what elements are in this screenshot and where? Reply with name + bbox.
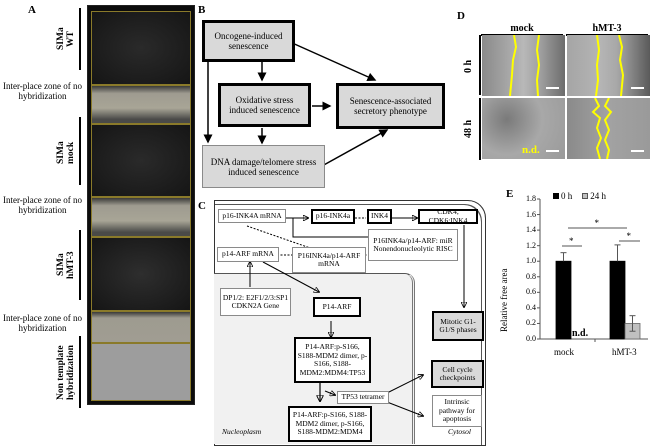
nd-label: n.d. xyxy=(522,144,540,156)
y-axis-label: Relative free area xyxy=(499,268,509,332)
label-nucleoplasm: Nucleoplasm xyxy=(222,427,262,436)
node-cdk4-cdk6-ink4: CDK4, CDK6:INK4 xyxy=(418,207,478,224)
node-mir-risc: P16INK4a/p14-ARF: miR Nonendonucleolytic… xyxy=(368,229,458,261)
legend-item-0h: 0 h xyxy=(553,191,572,201)
bracket-mock xyxy=(79,117,81,185)
arrow-p14mrna-to-p14 xyxy=(262,261,319,292)
y-tick-label: 1.8 xyxy=(526,194,536,203)
scale-bar xyxy=(631,87,644,89)
array-zone-wt xyxy=(91,11,191,85)
array-interzone-1 xyxy=(91,85,191,124)
legend-item-24h: 24 h xyxy=(582,191,606,201)
panel-label-e: E xyxy=(506,188,514,200)
micrograph-mock-48h: n.d. xyxy=(482,98,565,159)
bar-0h-hMT-3 xyxy=(609,260,626,340)
micrograph-hmt3-48h xyxy=(567,98,650,159)
sig-between-star: * xyxy=(595,218,600,228)
array-interzone-3 xyxy=(91,311,191,343)
y-tick-label: 1.4 xyxy=(526,225,536,235)
scale-bar xyxy=(631,150,644,152)
arrow-oncogene-to-sasp xyxy=(289,41,377,82)
y-tick-label: 0.4 xyxy=(526,302,536,312)
node-mitotic-g1-phases: Mitotic G1-G1/S phases xyxy=(432,311,484,341)
node-complex-tp53: P14-ARF:p-S166, S188-MDM2 dimer, p-S166,… xyxy=(294,337,371,383)
scale-bar xyxy=(546,150,559,152)
scale-bar xyxy=(546,87,559,89)
y-tick-label: 1.6 xyxy=(526,209,536,219)
x-tick-label: mock xyxy=(554,347,574,357)
y-tick-label: 0.0 xyxy=(526,334,536,343)
panel-label-d: D xyxy=(457,10,465,22)
hybridization-array-image xyxy=(87,5,195,405)
bar-chart: n.d. * * * xyxy=(537,198,648,342)
node-intrinsic-apoptosis: Intrinsic pathway for apoptosis xyxy=(432,395,482,427)
node-dna-damage-senescence: DNA damage/telomere stress induced senes… xyxy=(202,145,325,188)
micrograph-mock-0h xyxy=(482,35,565,96)
bracket-nontemplate xyxy=(79,336,81,408)
array-interzone-2 xyxy=(91,197,191,237)
nd-annotation: n.d. xyxy=(572,328,589,339)
x-tick-label: hMT-3 xyxy=(612,347,637,357)
row-bar-0h xyxy=(479,35,481,95)
y-tick-label: 0.2 xyxy=(526,318,536,328)
arrow-tp53-to-checkpoints xyxy=(386,375,423,394)
node-p16-ink4a: p16-INK4a xyxy=(311,209,355,224)
sig-mock-star: * xyxy=(569,236,574,246)
arrow-tp53-to-apoptosis xyxy=(386,401,423,416)
node-sasp: Senescence-associated secretory phenotyp… xyxy=(336,83,445,129)
panel-label-c: C xyxy=(198,200,206,212)
y-tick-label: 0.6 xyxy=(526,287,536,297)
node-cdkn2a-gene: DP1/2: E2F1/2/3:SP1 CDKN2A Gene xyxy=(220,288,291,316)
row-bar-48h xyxy=(479,98,481,160)
node-complex-mdm4: P14-ARF:p-S166, S188-MDM2 dimer, p-S166,… xyxy=(288,406,372,442)
wound-edge-lines xyxy=(595,35,625,96)
link-p16mrna-to-p16p14mrna xyxy=(246,225,314,250)
node-p16-p14-mrna: P16INK4a/p14-ARF mRNA xyxy=(292,247,366,273)
panel-label-a: A xyxy=(28,4,36,16)
wound-edge-lines xyxy=(509,35,541,96)
legend: 0 h 24 h xyxy=(553,191,606,201)
link-p16mrna-to-risc xyxy=(292,218,368,238)
micrograph-hmt3-0h xyxy=(567,35,650,96)
row-label-48h: 48 h xyxy=(463,119,474,139)
row-label-0h: 0 h xyxy=(463,59,474,73)
node-cell-cycle-checkpoints: Cell cycle checkpoints xyxy=(431,360,484,388)
panel-b-arrows xyxy=(203,41,389,167)
y-tick-label: 1.0 xyxy=(526,256,536,266)
bracket-hmt3 xyxy=(79,230,81,300)
node-p16-ink4a-mrna: p16-INK4A mRNA xyxy=(218,209,286,223)
node-oncogene-induced-senescence: Oncogene-induced senescence xyxy=(202,20,295,62)
node-oxidative-stress-senescence: Oxidative stress induced senescence xyxy=(218,83,311,127)
y-tick-label: 1.2 xyxy=(526,240,536,250)
node-ink4: INK4 xyxy=(367,209,392,224)
node-p14-arf-mrna: p14-ARF mRNA xyxy=(217,247,279,262)
arrow-complex1-to-tp53 xyxy=(324,391,335,395)
panel-label-b: B xyxy=(198,4,206,16)
label-cytosol: Cytosol xyxy=(448,427,471,436)
array-zone-mock xyxy=(91,124,191,197)
arrow-dna-to-sasp xyxy=(321,129,389,167)
wound-edge-lines xyxy=(591,98,613,159)
array-zone-nontemplate xyxy=(91,343,191,401)
y-tick-label: 0.8 xyxy=(526,271,536,281)
sig-hmt3-star: * xyxy=(627,231,632,241)
bracket-wt xyxy=(79,8,81,70)
bar-0h-mock xyxy=(555,260,572,340)
node-tp53-tetramer: TP53 tetramer xyxy=(337,391,389,404)
node-p14-arf: P14-ARF xyxy=(313,297,361,317)
array-zone-hmt3 xyxy=(91,237,191,311)
